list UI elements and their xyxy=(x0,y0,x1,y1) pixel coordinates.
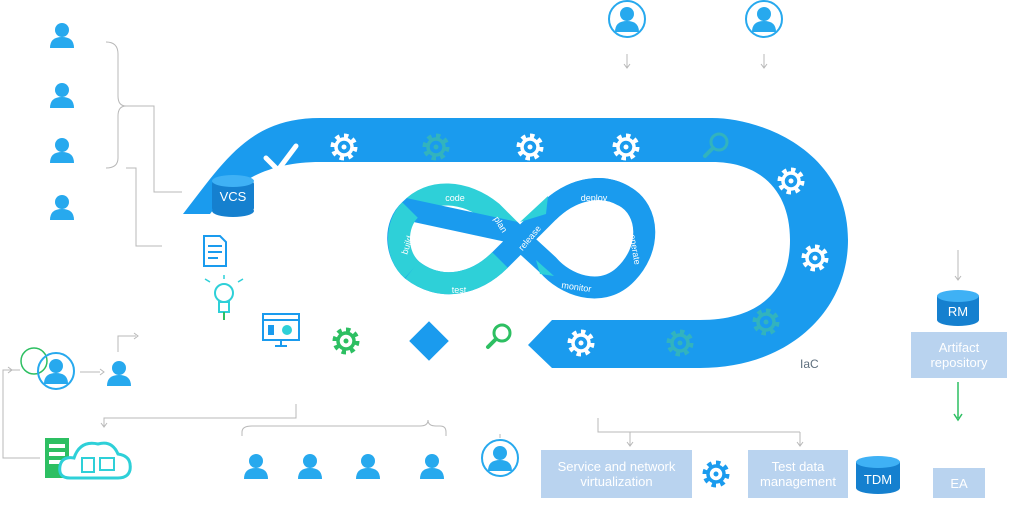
user-flow xyxy=(2,332,139,459)
gear-icon xyxy=(781,171,801,191)
artifact-repository-label: repository xyxy=(930,355,988,370)
service-virtualization-label: virtualization xyxy=(580,474,653,489)
developer-person-icon xyxy=(50,23,74,48)
loop-stage-label: test xyxy=(452,285,467,295)
team-person-icon xyxy=(420,454,444,479)
cloud-server-icon xyxy=(45,438,132,480)
gear-icon xyxy=(805,248,825,268)
gear-icon xyxy=(706,464,726,484)
vcs-label: VCS xyxy=(220,189,247,204)
gear-icon xyxy=(334,137,354,157)
developer-person-icon xyxy=(50,83,74,108)
document-icon xyxy=(203,235,227,267)
devops-infinity-loop xyxy=(387,178,656,299)
gear-icon xyxy=(426,137,446,157)
tdm-label: TDM xyxy=(864,472,892,487)
team-person-icon xyxy=(356,454,380,479)
gear-icon xyxy=(756,312,776,332)
developer-person-icon xyxy=(50,138,74,163)
tdm-database-icon xyxy=(856,456,900,494)
artifact-repository-label: Artifact xyxy=(938,340,980,355)
diamond-icon xyxy=(409,321,449,361)
checkmark-icon xyxy=(263,143,299,173)
rm-label: RM xyxy=(948,304,968,319)
ea-label: EA xyxy=(950,475,968,491)
rm-database-icon xyxy=(937,290,979,326)
ea-box: EA xyxy=(933,468,985,498)
gear-icon xyxy=(520,137,540,157)
pipeline-track xyxy=(183,118,848,368)
team-person-icon xyxy=(298,454,322,479)
gear-icon xyxy=(571,333,591,353)
gear-icon xyxy=(616,137,636,157)
dashboard-icon xyxy=(262,313,300,347)
service-virtualization-box: Service and network virtualization xyxy=(541,450,692,498)
magnifier-icon xyxy=(486,323,512,349)
loop-stage-label: monitor xyxy=(561,280,592,294)
test-data-management-box: Test data management xyxy=(748,450,848,498)
left-connectors xyxy=(105,41,182,247)
vcs-database-icon xyxy=(212,175,254,217)
service-virtualization-label: Service and network xyxy=(557,459,676,474)
gear-icon xyxy=(670,333,690,353)
loop-stage-label: deploy xyxy=(581,193,608,203)
bottom-brace xyxy=(241,419,447,436)
reviewer-person-icon xyxy=(481,434,519,477)
team-person-icon xyxy=(244,454,268,479)
developer-person-icon xyxy=(50,195,74,220)
test-data-management-label: management xyxy=(760,474,836,489)
iac-label: IaC xyxy=(800,357,819,371)
lightbulb-icon xyxy=(204,275,244,320)
artifact-arrow xyxy=(953,382,963,422)
test-data-management-label: Test data xyxy=(771,459,825,474)
top-person-flow xyxy=(608,0,783,69)
gear-icon xyxy=(336,331,356,351)
loop-stage-label: code xyxy=(445,193,465,203)
artifact-repository-box: Artifact repository xyxy=(911,332,1007,378)
